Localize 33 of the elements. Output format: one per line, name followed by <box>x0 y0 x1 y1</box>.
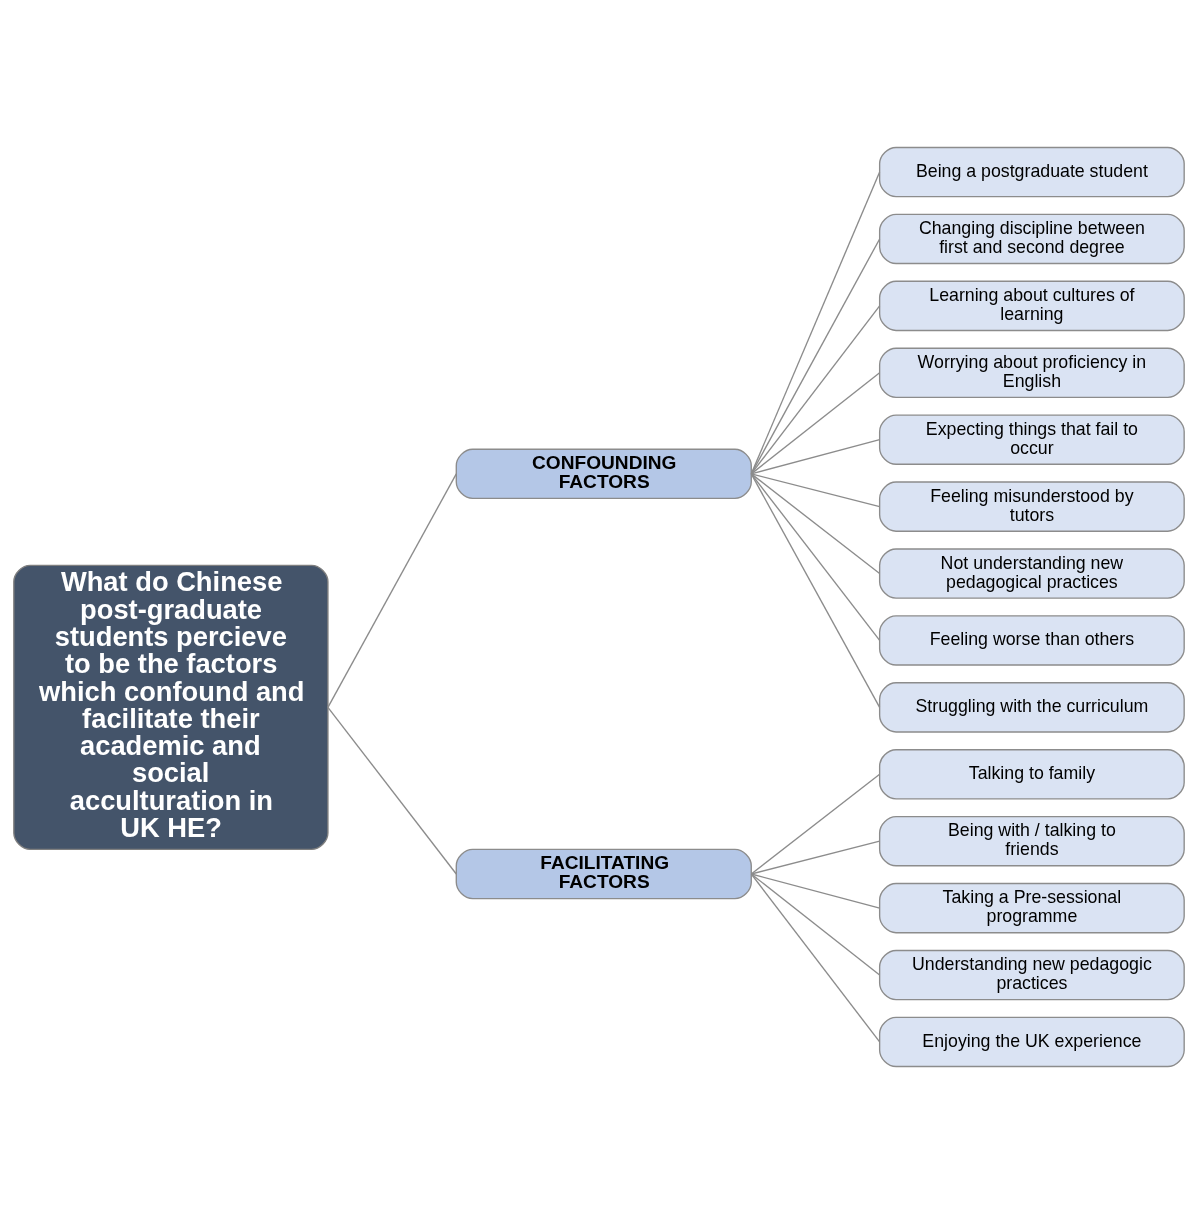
node-box: Feeling misunderstood by tutors <box>878 481 1185 532</box>
node-box: What do Chinese post-graduate students percieve to be the factors which confound and facilitate their academic and social acculturation in UK HE? <box>13 564 329 851</box>
node-box: CONFOUNDING FACTORS <box>455 448 752 500</box>
node-box: Worrying about proficiency in English <box>878 347 1185 399</box>
node-box: Enjoying the UK experience <box>878 1016 1185 1068</box>
connector <box>750 473 881 709</box>
connector <box>327 473 457 709</box>
node-box: Not understanding new pedagogical practices <box>878 548 1185 599</box>
connector <box>750 238 881 475</box>
connector <box>750 305 881 475</box>
node-box: Changing discipline between first and second degree <box>878 213 1185 265</box>
node-box: Learning about cultures of learning <box>878 280 1185 332</box>
connector <box>750 840 881 875</box>
node-box: Expecting things that fail to occur <box>878 414 1185 465</box>
node-box: Struggling with the curriculum <box>878 682 1185 733</box>
connector <box>750 473 881 642</box>
node-box: Talking to family <box>878 749 1185 800</box>
node-box: Being a postgraduate student <box>878 146 1185 198</box>
node-box: FACILITATING FACTORS <box>455 848 752 900</box>
connector <box>750 473 881 508</box>
node-box: Taking a Pre-sessional programme <box>878 882 1185 934</box>
node-box: Being with / talking to friends <box>878 815 1185 867</box>
connector <box>750 372 881 475</box>
node-box: Understanding new pedagogic practices <box>878 949 1185 1001</box>
node-box: Feeling worse than others <box>878 615 1185 666</box>
connector <box>750 439 881 475</box>
connector <box>750 873 881 976</box>
connector <box>750 171 881 475</box>
connector <box>750 873 881 909</box>
connector <box>750 773 881 875</box>
connector <box>750 473 881 575</box>
connector <box>750 873 881 1043</box>
connector <box>327 706 457 875</box>
